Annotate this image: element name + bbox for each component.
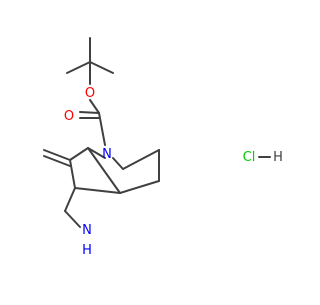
bond-c2-c3 bbox=[69, 159, 76, 189]
atom-amine-n: N bbox=[82, 223, 92, 238]
structure-canvas: O O N N H Cl H bbox=[43, 37, 283, 258]
atom-n-bridge: N bbox=[102, 147, 112, 162]
atom-cl: Cl bbox=[243, 150, 256, 165]
bond-c1-c4 bbox=[87, 147, 121, 194]
bond-n-c1 bbox=[87, 147, 106, 159]
atom-h-salt: H bbox=[273, 150, 283, 165]
atom-amine-h: H bbox=[82, 243, 92, 258]
bond-c3-ch2 bbox=[64, 187, 76, 212]
bond-n-c4 bbox=[112, 157, 124, 170]
bond-ch2-n bbox=[64, 210, 81, 228]
atom-labels: O O N N H Cl H bbox=[64, 86, 283, 258]
atom-o-carbonyl: O bbox=[64, 109, 74, 124]
bonds bbox=[43, 37, 271, 228]
bond-c4-c5 bbox=[122, 149, 160, 170]
bond-methylene-2 bbox=[43, 155, 71, 167]
bond-c6-c1 bbox=[119, 180, 160, 194]
bond-c1-c2 bbox=[69, 147, 89, 161]
bond-c3-c4 bbox=[74, 187, 121, 194]
bond-tbu-c2 bbox=[66, 61, 91, 74]
bond-c-o-double-1 bbox=[79, 111, 100, 114]
molecule-drawing: O O N N H Cl H bbox=[43, 37, 283, 258]
bond-tbu-c3 bbox=[89, 61, 114, 74]
bond-o-carbonyl bbox=[89, 99, 100, 114]
bond-carbonyl-n bbox=[98, 112, 106, 146]
atom-o-ether: O bbox=[85, 86, 95, 101]
bond-methylene-1 bbox=[43, 149, 71, 161]
